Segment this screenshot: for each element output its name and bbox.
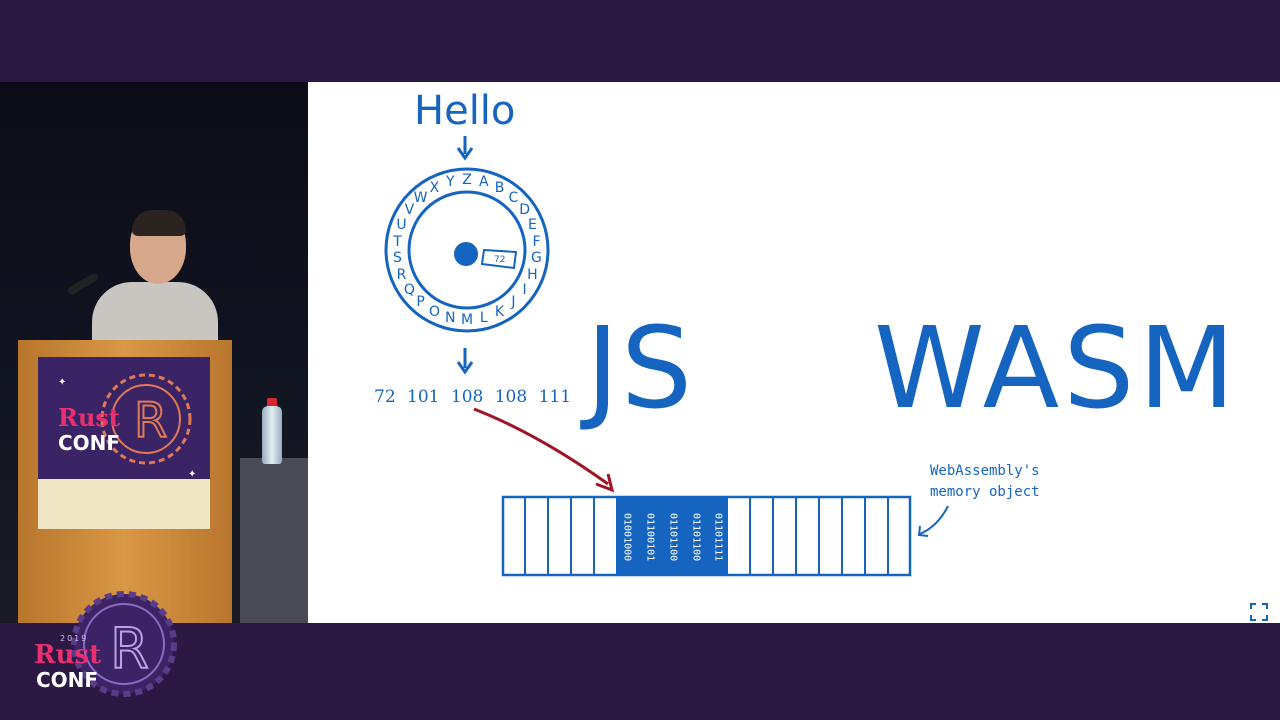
- cipher-wheel-inner: [407, 190, 527, 310]
- wheel-letter: L: [479, 309, 488, 326]
- gear-logo-icon: R: [71, 591, 177, 697]
- cipher-wheel-outer: [384, 167, 550, 333]
- wheel-letter: C: [508, 189, 519, 206]
- wheel-letter: G: [531, 250, 542, 267]
- wheel-letter: Z: [462, 172, 472, 188]
- byte-cell: 01001000: [621, 512, 633, 562]
- wheel-letter: P: [416, 294, 425, 311]
- top-band: [0, 0, 1280, 82]
- wheel-letter: W: [413, 189, 428, 206]
- memory-highlight: [616, 497, 728, 575]
- char-codes: 72 101 108 108 111: [374, 387, 572, 407]
- corner-rust-text: Rust: [34, 640, 102, 670]
- svg-text:✦: ✦: [58, 377, 66, 388]
- podium-rust-text: Rust: [58, 403, 120, 432]
- slide-drawing: [384, 136, 949, 577]
- wheel-letter: X: [429, 180, 440, 197]
- corner-conf-text: CONF: [36, 668, 99, 692]
- wheel-letter: O: [428, 303, 440, 320]
- bottle-cap: [267, 398, 277, 408]
- wheel-letter: E: [528, 217, 537, 234]
- memory-note-line2: memory object: [930, 484, 1040, 500]
- svg-text:✦: ✦: [188, 469, 196, 480]
- rustconf-corner-logo: R Rust CONF 2019: [34, 588, 180, 708]
- wasm-label: WASM: [874, 304, 1239, 434]
- fullscreen-icon[interactable]: [1249, 602, 1269, 622]
- wheel-slot: [480, 248, 518, 270]
- gear-logo-icon: R ✦ ✦: [58, 373, 196, 480]
- side-table: [240, 458, 308, 623]
- wheel-letter: U: [396, 217, 407, 234]
- wheel-letter: H: [527, 266, 538, 283]
- podium: R ✦ ✦ Rust CONF: [18, 340, 232, 623]
- wheel-letter: S: [393, 250, 402, 267]
- hello-label: Hello: [414, 88, 516, 134]
- js-label: JS: [586, 304, 695, 434]
- presentation-slide: Hello JS WASM 72 101 108 108 111 72 WebA…: [308, 82, 1280, 623]
- podium-logo-panel: R ✦ ✦ Rust CONF: [38, 357, 210, 529]
- memory-note-line1: WebAssembly's: [930, 463, 1040, 479]
- wheel-letter: R: [396, 266, 407, 283]
- byte-cell: 01101100: [667, 512, 679, 562]
- bottom-band: [0, 623, 1280, 720]
- podium-moon-ground: [38, 479, 210, 529]
- wheel-letter: K: [494, 303, 505, 320]
- wheel-letter: Q: [403, 281, 415, 298]
- byte-cell: 01101111: [712, 512, 724, 562]
- wheel-letter: D: [519, 202, 530, 219]
- memory-note: WebAssembly's memory object: [930, 461, 1040, 503]
- byte-cell: 01101100: [690, 512, 702, 562]
- water-bottle: [262, 406, 282, 464]
- svg-text:R: R: [110, 617, 149, 682]
- wheel-letter: I: [522, 281, 527, 298]
- wheel-letter: M: [460, 312, 474, 328]
- wheel-letter: Y: [445, 174, 455, 191]
- wheel-letter: B: [494, 180, 505, 197]
- microphone-icon: [66, 272, 100, 296]
- speaker-hair: [132, 210, 186, 236]
- wheel-slot-value: 72: [494, 255, 506, 265]
- wheel-letter: N: [444, 309, 456, 326]
- wheel-letter: J: [511, 294, 516, 311]
- red-arrow-icon: [473, 407, 609, 486]
- corner-year-text: 2019: [60, 634, 89, 643]
- wheel-hub: [454, 242, 478, 266]
- podium-conf-text: CONF: [58, 431, 121, 455]
- speaker-video: R ✦ ✦ Rust CONF: [0, 82, 308, 623]
- wheel-letter: V: [404, 202, 415, 219]
- wheel-letter: F: [532, 233, 541, 250]
- wheel-letter: T: [393, 233, 402, 250]
- wheel-letter: A: [478, 174, 489, 191]
- svg-text:R: R: [134, 393, 167, 449]
- note-pointer-icon: [919, 505, 949, 535]
- byte-cell: 01100101: [644, 512, 656, 562]
